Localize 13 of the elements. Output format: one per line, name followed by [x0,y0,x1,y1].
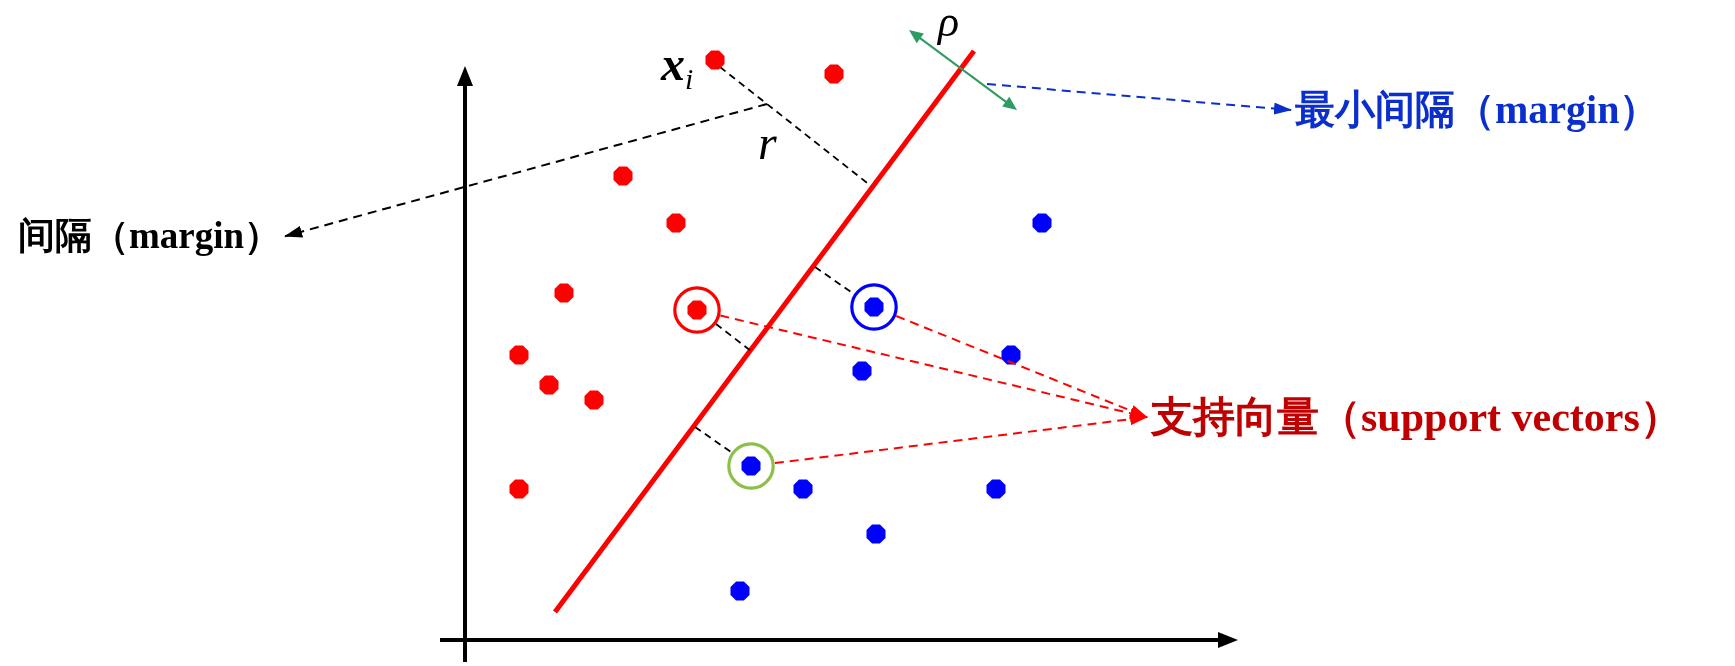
dashed-arrow [773,413,1148,465]
dashed-arrow [284,103,768,238]
dashed-arrow [895,315,1148,419]
min-margin-label: 最小间隔（margin） [1295,86,1660,134]
support-vector-label: 支持向量（support vectors） [1151,392,1682,443]
dashed-arrow [986,83,1292,115]
support-vector-point [673,286,721,334]
support-vector-point [850,283,898,331]
distance-symbol: r [758,119,777,167]
point-label: x$_{i}$ [661,40,694,88]
margin-symbol: ρ [938,0,960,44]
margin-label: 间隔（margin） [18,214,282,259]
support-vector-point [727,442,775,490]
